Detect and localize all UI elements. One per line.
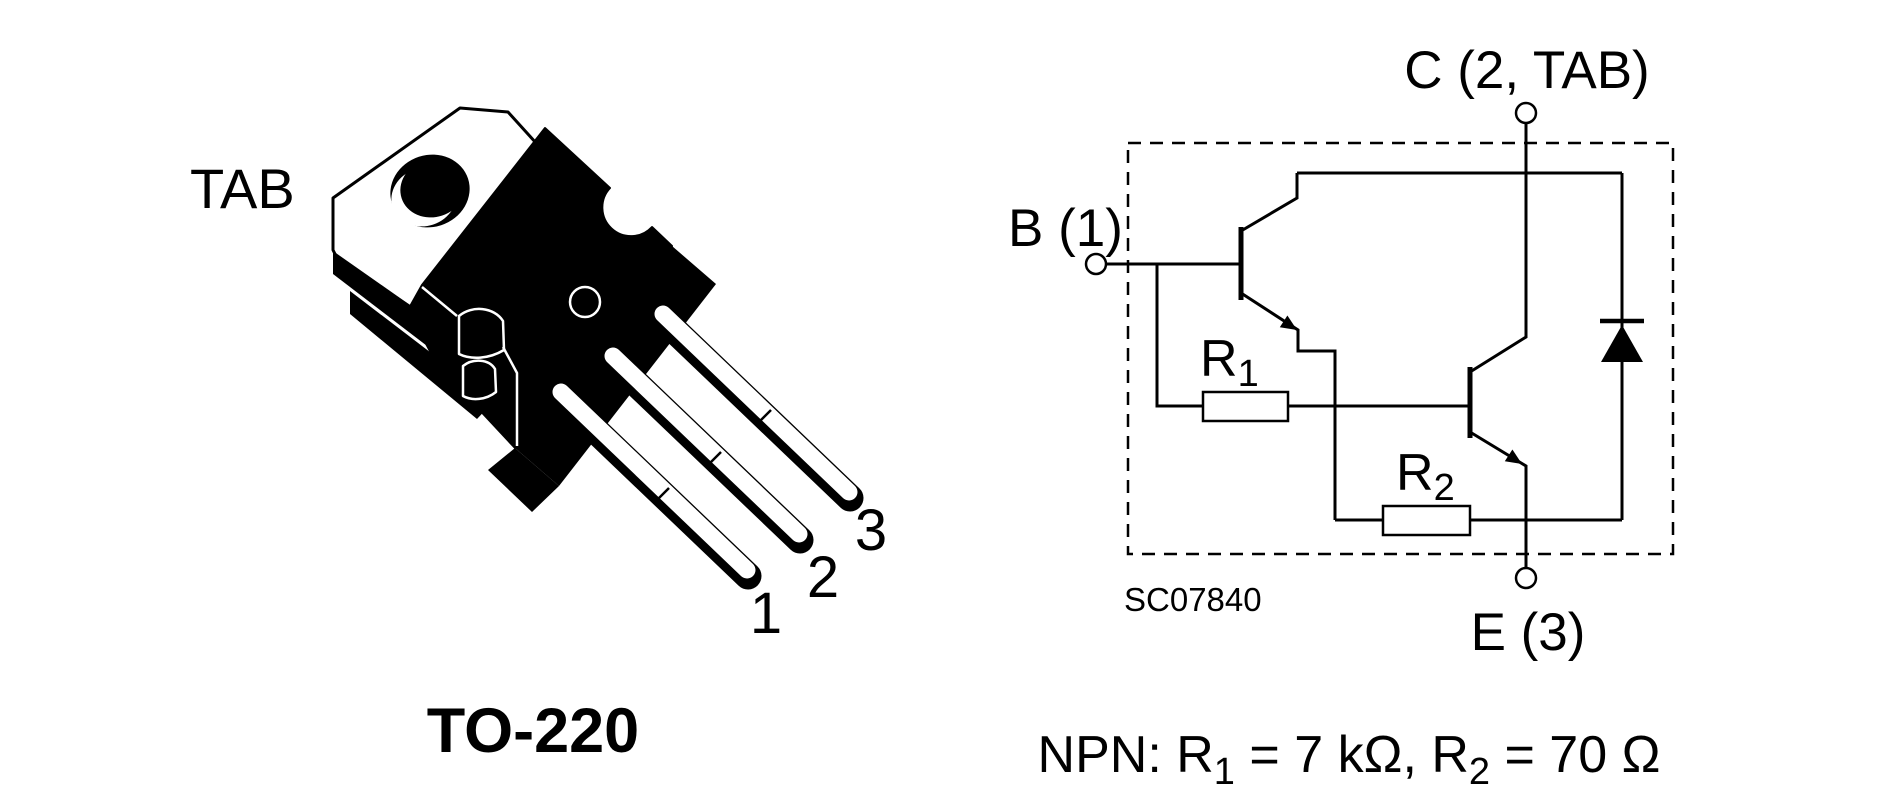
body-edge-line-left	[421, 286, 458, 317]
resistor-values-caption: NPN: R1 = 7 kΩ, R2 = 70 Ω	[1038, 726, 1661, 793]
circuit-wires	[1106, 123, 1624, 568]
terminal-circle-emitter	[1514, 566, 1538, 590]
lead-1	[528, 365, 762, 590]
transistor-q1	[1238, 227, 1297, 330]
collector-terminal-wire	[1469, 123, 1528, 374]
emitter-terminal-label: E (3)	[1471, 603, 1586, 662]
body-edge-line-mid	[501, 346, 519, 446]
base-terminal-label: B (1)	[1008, 199, 1123, 258]
pin-label-2: 2	[807, 545, 839, 610]
r1-subscript: 1	[1238, 353, 1259, 395]
schematic-labels: C (2, TAB) B (1) E (3) R1 R2 SC07840 NPN…	[1008, 41, 1660, 793]
q1-collector-wire	[1240, 173, 1299, 233]
r1-name: R	[1200, 330, 1238, 388]
body-face-circle	[568, 285, 602, 319]
lead-2-step	[708, 451, 722, 465]
lead-shadow-bottom	[488, 448, 559, 512]
resistor-r1-label: R1	[1200, 330, 1259, 395]
body-dome-notch-lower	[461, 359, 498, 401]
terminal-circle-base	[1084, 252, 1108, 276]
lead-3	[630, 287, 864, 512]
body-face-details	[421, 285, 602, 446]
package-name-caption: TO-220	[427, 696, 639, 766]
dashed-boundary	[1126, 141, 1675, 556]
package-body	[407, 127, 673, 449]
lead-3-step	[758, 409, 772, 423]
tab-label: TAB	[190, 157, 295, 220]
q2-emitter-arrow	[1504, 449, 1522, 464]
tab-mounting-hole	[390, 154, 470, 228]
collector-terminal-label: C (2, TAB)	[1404, 41, 1649, 100]
r2-subscript: 2	[1434, 467, 1455, 509]
pin-label-3: 3	[855, 498, 887, 563]
transistor-q2	[1467, 367, 1522, 464]
r2-name: R	[1396, 444, 1434, 502]
q1-emitter-wire	[1240, 291, 1337, 520]
package-leads	[528, 287, 864, 590]
lead-2	[580, 329, 814, 554]
q1-emitter-arrow	[1279, 315, 1297, 330]
resistor-r2-box	[1381, 504, 1472, 537]
diode-triangle	[1601, 325, 1643, 362]
equivalent-circuit-schematic	[1084, 101, 1675, 590]
q2-emitter-wire	[1469, 430, 1528, 568]
pin-label-1: 1	[750, 581, 782, 646]
lead-1-step	[656, 487, 670, 501]
resistor-r2-label: R2	[1396, 444, 1455, 509]
diode	[1600, 318, 1644, 362]
drawing-code-label: SC07840	[1124, 581, 1262, 618]
terminal-circle-collector	[1514, 101, 1538, 125]
to220-package-drawing: TAB 1 2 3 TO-220	[190, 106, 887, 766]
resistor-r1-box	[1201, 390, 1290, 423]
base-to-r1-wire	[1155, 264, 1203, 408]
